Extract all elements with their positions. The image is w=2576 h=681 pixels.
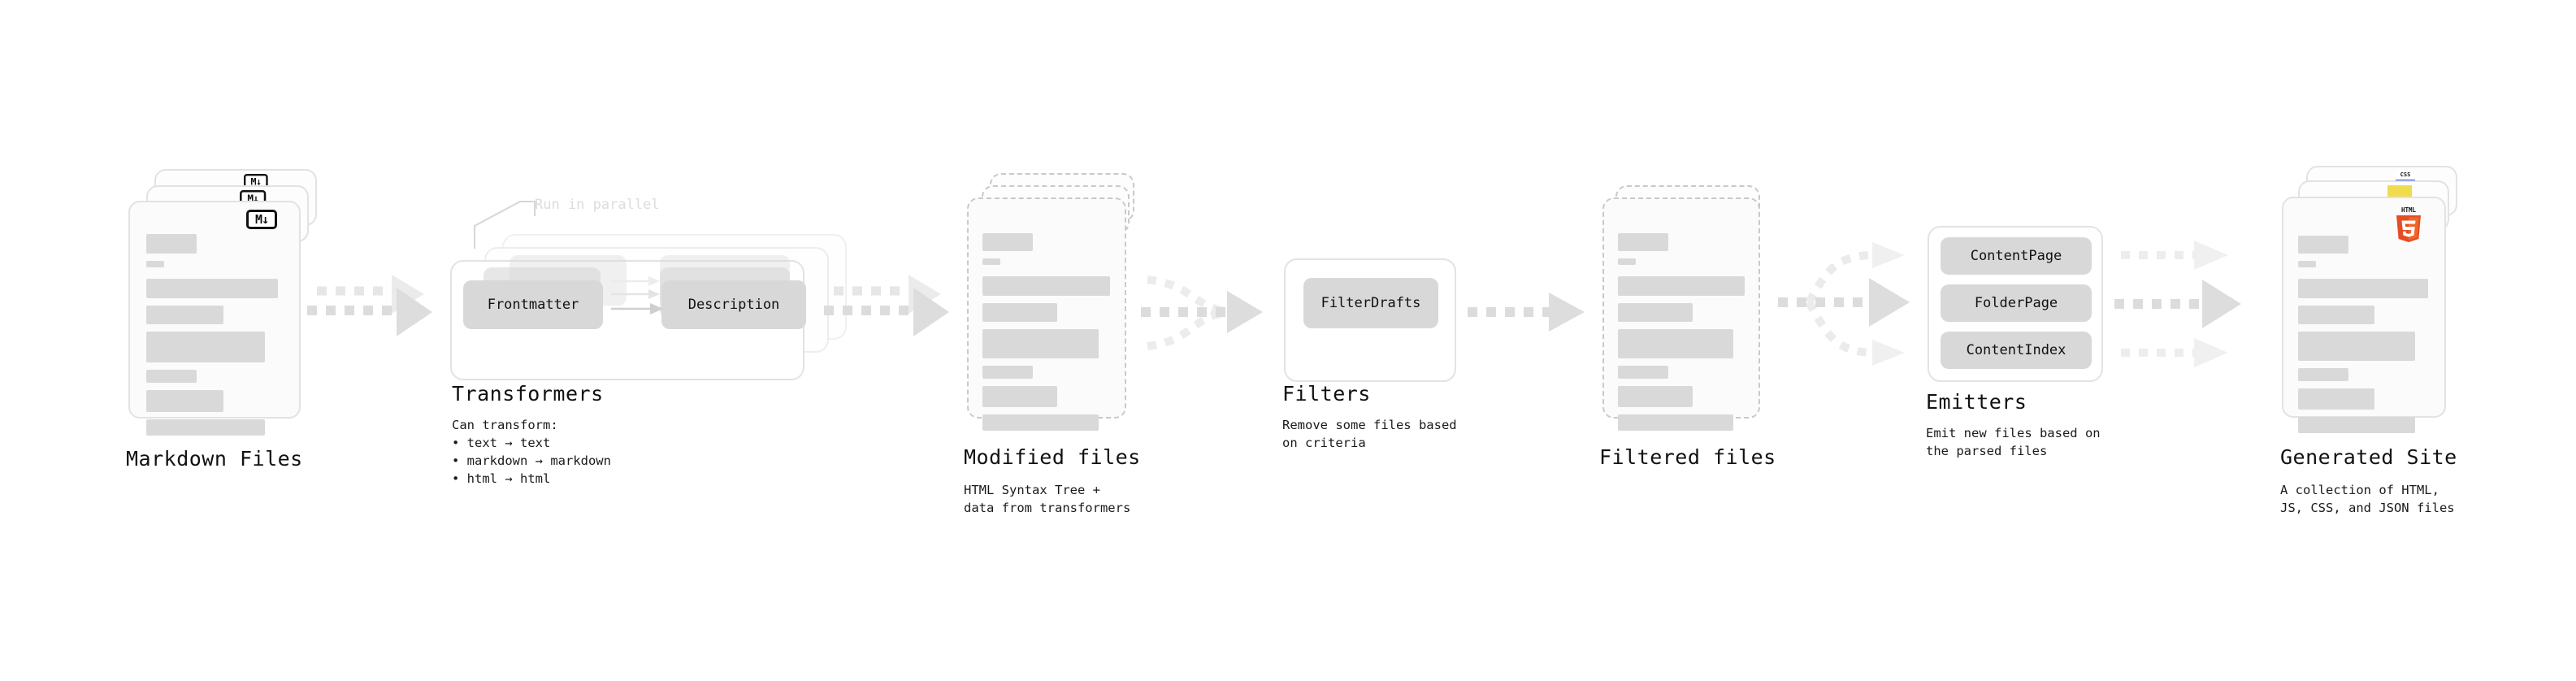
- connector-filtered-to-emitters: [1778, 242, 1910, 366]
- content-bar: [146, 261, 164, 267]
- markdown-file-content: [146, 234, 284, 443]
- content-bar: [1618, 303, 1693, 322]
- content-bar: [982, 233, 1033, 251]
- transformers-caption: Transformers: [452, 382, 604, 406]
- modified-file-content: [982, 233, 1112, 438]
- content-bar: [1618, 366, 1668, 379]
- content-bar: [2298, 332, 2415, 361]
- connector-emitters-to-site: [2114, 241, 2241, 367]
- content-bar: [1618, 276, 1745, 296]
- content-bar: [1618, 414, 1733, 431]
- content-bar: [982, 366, 1033, 379]
- content-bar: [2298, 261, 2316, 267]
- emitters-subcaption: Emit new files based on the parsed files: [1926, 426, 2101, 458]
- markdown-badge-front: M↓: [246, 210, 277, 229]
- content-bar: [982, 414, 1099, 431]
- connector-modified-to-filters: [1141, 275, 1263, 350]
- filters-caption: Filters: [1282, 382, 1371, 406]
- transformer-chip-frontmatter[interactable]: Frontmatter: [463, 280, 603, 329]
- generated-site-caption: Generated Site: [2280, 445, 2457, 469]
- content-bar: [146, 390, 223, 412]
- connector-md-to-transformers: [307, 275, 432, 336]
- content-bar: [982, 303, 1057, 322]
- content-bar: [1618, 386, 1693, 407]
- content-bar: [982, 386, 1057, 407]
- filters-subcaption: Remove some files based on criteria: [1282, 418, 1457, 450]
- content-bar: [2298, 306, 2374, 324]
- content-bar: [1618, 233, 1668, 251]
- content-bar: [982, 276, 1110, 296]
- content-bar: [146, 332, 265, 362]
- svg-text:HTML: HTML: [2401, 206, 2417, 214]
- content-bar: [2298, 236, 2348, 254]
- run-in-parallel-bracket: [474, 201, 536, 249]
- site-file-content: [2298, 236, 2430, 440]
- filter-chip-filterdrafts[interactable]: FilterDrafts: [1303, 278, 1438, 328]
- transformer-inner-arrows: [611, 276, 663, 314]
- generated-site-subcaption: A collection of HTML, JS, CSS, and JSON …: [2280, 483, 2455, 515]
- content-bar: [2298, 368, 2348, 381]
- emitter-chip-folderpage[interactable]: FolderPage: [1941, 284, 2092, 322]
- content-bar: [2298, 279, 2428, 298]
- transformer-chip-description[interactable]: Description: [661, 280, 806, 329]
- content-bar: [1618, 329, 1733, 358]
- content-bar: [146, 370, 197, 383]
- content-bar: [2298, 388, 2374, 410]
- emitter-chip-contentpage[interactable]: ContentPage: [1941, 237, 2092, 275]
- markdown-files-caption: Markdown Files: [126, 447, 303, 471]
- content-bar: [146, 234, 197, 254]
- content-bar: [146, 419, 265, 436]
- emitters-caption: Emitters: [1926, 390, 2027, 414]
- transformers-subcaption: Can transform: • text → text • markdown …: [452, 418, 611, 486]
- content-bar: [146, 306, 223, 324]
- modified-files-subcaption: HTML Syntax Tree + data from transformer…: [964, 483, 1131, 515]
- modified-files-caption: Modified files: [964, 445, 1141, 469]
- content-bar: [982, 329, 1099, 358]
- run-in-parallel-label: Run in parallel: [535, 197, 660, 213]
- filtered-file-content: [1618, 233, 1746, 438]
- content-bar: [982, 258, 1000, 265]
- content-bar: [2298, 417, 2415, 433]
- connector-transformers-to-modified: [824, 275, 949, 336]
- connector-filters-to-filtered: [1468, 293, 1585, 332]
- content-bar: [146, 279, 278, 298]
- emitter-chip-contentindex[interactable]: ContentIndex: [1941, 332, 2092, 369]
- filtered-files-caption: Filtered files: [1599, 445, 1776, 469]
- html5-icon: HTML: [2396, 206, 2421, 242]
- content-bar: [1618, 258, 1636, 265]
